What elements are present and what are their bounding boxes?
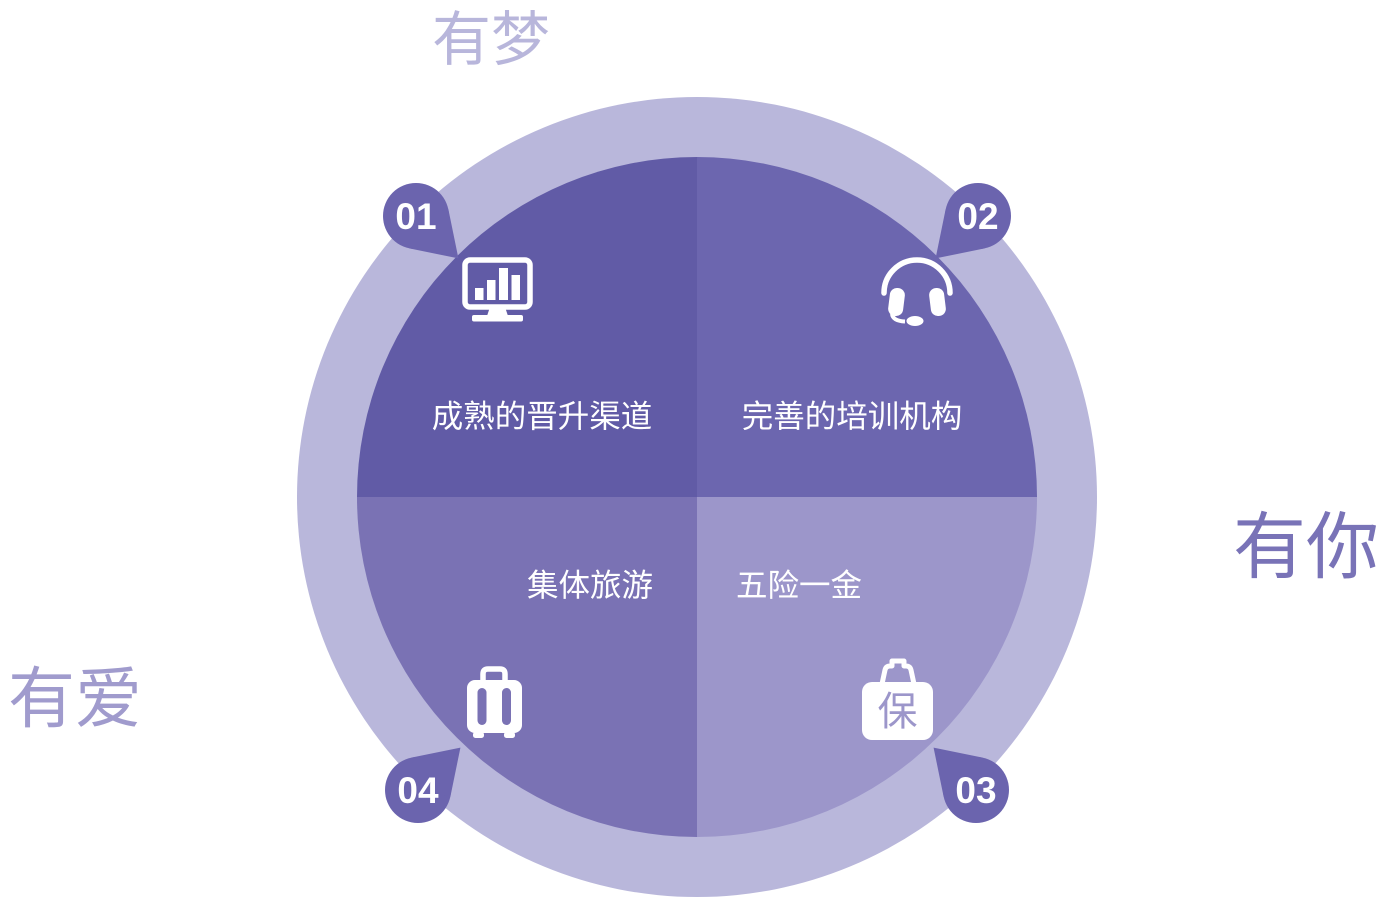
insurance-briefcase-icon: 保 [862,658,933,740]
decor-text-dream: 有梦 [432,7,550,73]
badge-number-02: 02 [957,196,998,237]
suitcase-icon [467,666,522,738]
badge-number-01: 01 [395,196,436,237]
badge-number-03: 03 [955,770,996,811]
insurance-glyph: 保 [878,690,918,734]
quadrant-bottom-right [697,497,1037,837]
label-training: 完善的培训机构 [742,398,963,434]
label-travel: 集体旅游 [527,567,653,603]
label-promotion: 成熟的晋升渠道 [432,398,653,434]
quadrant-top-right [697,157,1037,497]
decor-text-you: 有你 [1233,507,1379,588]
badge-number-04: 04 [397,770,439,811]
decor-text-love: 有爱 [8,662,142,737]
quadrant-bottom-left [357,497,697,837]
quadrant-top-left [357,157,697,497]
label-insurance: 五险一金 [736,567,862,603]
headset-icon [881,257,953,326]
monitor-bar-chart-icon [462,257,533,322]
